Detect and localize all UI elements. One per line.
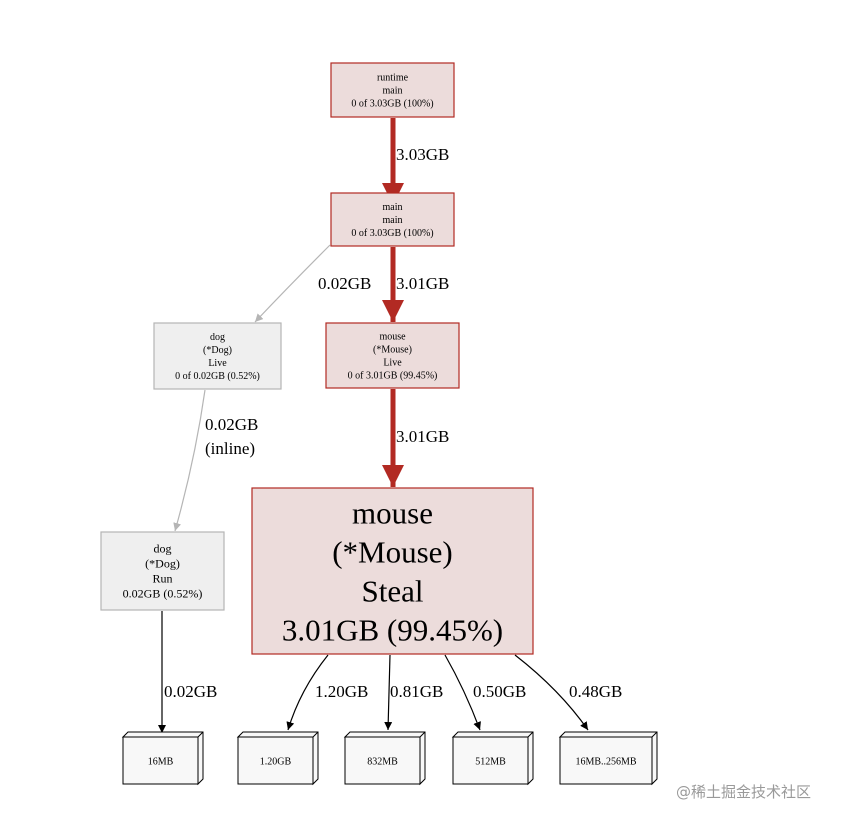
leaf-box <box>344 736 421 785</box>
node-label: runtime <box>377 73 409 84</box>
node-label: main <box>383 86 403 97</box>
node-box <box>251 487 534 655</box>
leaf-16mb: 16MB <box>121 731 204 786</box>
node-box <box>330 62 455 118</box>
node-box <box>325 322 460 389</box>
node-label: main <box>383 202 403 213</box>
node-label: Live <box>383 358 402 369</box>
leaf-box <box>452 736 529 785</box>
edge-steal-to-120gb: 1.20GB <box>286 654 368 731</box>
leaf-label: 16MB <box>148 757 174 768</box>
edge-line <box>444 654 481 731</box>
edge-label: 3.01GB <box>396 274 449 293</box>
node-label: (*Dog) <box>203 345 232 356</box>
edge-label: 0.02GB <box>318 274 371 293</box>
edge-label: 0.48GB <box>569 682 622 701</box>
node-label: mouse <box>352 495 433 530</box>
node-label: main <box>383 215 403 226</box>
edge-mouse-live-to-steal: 3.01GB <box>382 389 449 487</box>
edge-main-to-dog: 0.02GB <box>254 244 371 323</box>
leaf-range: 16MB..256MB <box>558 731 658 786</box>
node-label: 0.02GB (0.52%) <box>123 587 203 601</box>
node-label: 3.01GB (99.45%) <box>282 612 503 647</box>
node-box <box>100 531 225 611</box>
node-label: dog <box>154 542 172 556</box>
node-label: (*Dog) <box>145 557 180 571</box>
edge-label: 3.01GB <box>396 427 449 446</box>
edge-label: 0.02GB <box>164 682 217 701</box>
node-runtime-main: runtime main 0 of 3.03GB (100%) <box>330 62 455 118</box>
edge-dog-run-to-16mb: 0.02GB <box>158 611 217 733</box>
edge-runtime-to-main: 3.03GB <box>382 118 449 205</box>
leaf-box <box>237 736 314 785</box>
leaf-512mb: 512MB <box>451 731 534 786</box>
node-label: Live <box>208 358 227 369</box>
edge-line <box>286 654 329 731</box>
leaf-label: 1.20GB <box>260 757 292 768</box>
edge-steal-to-range: 0.48GB <box>514 654 622 731</box>
edge-label: 0.81GB <box>390 682 443 701</box>
node-label: (*Mouse) <box>373 345 412 356</box>
watermark: @稀土掘金技术社区 <box>676 783 812 801</box>
node-label: mouse <box>379 332 406 343</box>
edge-line <box>254 244 331 323</box>
edge-label: 0.50GB <box>473 682 526 701</box>
edge-label: 3.03GB <box>396 145 449 164</box>
edge-label: (inline) <box>205 439 255 458</box>
edge-dog-live-to-run: 0.02GB (inline) <box>173 389 258 532</box>
leaf-box <box>122 736 199 785</box>
node-dog-live: dog (*Dog) Live 0 of 0.02GB (0.52%) <box>153 322 282 390</box>
edge-label: 0.02GB <box>205 415 258 434</box>
edge-line <box>514 654 589 731</box>
edge-main-to-mouse: 3.01GB <box>382 247 449 322</box>
node-label: (*Mouse) <box>332 534 453 569</box>
node-label: Run <box>152 572 172 586</box>
node-mouse-steal: mouse (*Mouse) Steal 3.01GB (99.45%) <box>251 487 534 655</box>
edge-steal-to-832mb: 0.81GB <box>384 654 443 731</box>
edge-line <box>173 389 206 532</box>
leaf-label: 512MB <box>475 757 506 768</box>
node-main-main: main main 0 of 3.03GB (100%) <box>330 192 455 247</box>
node-label: dog <box>210 332 225 343</box>
leaf-box <box>559 736 653 785</box>
node-label: Steal <box>362 573 424 608</box>
node-box <box>330 192 455 247</box>
leaf-label: 16MB..256MB <box>575 757 636 768</box>
leaf-832mb: 832MB <box>343 731 426 786</box>
edge-label: 1.20GB <box>315 682 368 701</box>
node-label: 0 of 3.03GB (100%) <box>351 99 433 110</box>
node-label: 0 of 0.02GB (0.52%) <box>175 371 260 382</box>
leaf-120gb: 1.20GB <box>236 731 319 786</box>
leaf-label: 832MB <box>367 757 398 768</box>
edge-steal-to-512mb: 0.50GB <box>444 654 526 731</box>
node-label: 0 of 3.01GB (99.45%) <box>348 371 438 382</box>
node-mouse-live: mouse (*Mouse) Live 0 of 3.01GB (99.45%) <box>325 322 460 389</box>
node-box <box>153 322 282 390</box>
node-label: 0 of 3.03GB (100%) <box>351 228 433 239</box>
edge-line <box>384 654 393 731</box>
